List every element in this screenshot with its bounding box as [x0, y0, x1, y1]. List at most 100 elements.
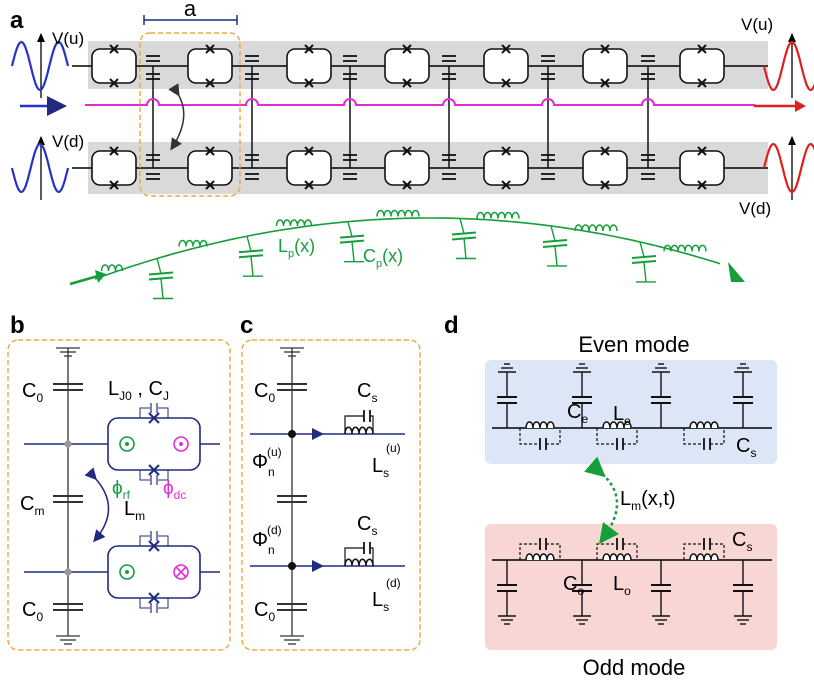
series-lc-icon — [683, 538, 725, 561]
panel-c: c C0 C0 Cs Cs (u) Ls (d) Ls Φn (u) Φn (d… — [240, 312, 421, 651]
odd-mode-title: Odd mode — [583, 655, 686, 680]
c0-top-label-c: C0 — [254, 380, 275, 405]
series-lc-icon — [519, 538, 561, 561]
flux-rf-bottom-icon — [119, 564, 135, 580]
capacitor-icon — [339, 221, 365, 263]
series-lc-icon — [519, 421, 561, 450]
phi-dc-label: ϕdc — [163, 478, 186, 502]
wave-in-up-icon — [10, 33, 70, 98]
inductor-icon — [663, 244, 707, 252]
lp-label: Lp(x) — [278, 236, 315, 260]
cs-top-label: Cs — [357, 380, 377, 405]
squid-icon — [384, 44, 430, 88]
wave-out-down-icon — [762, 136, 814, 200]
ce-label: Ce — [567, 401, 588, 426]
co-label: Co — [563, 573, 584, 598]
squid-icon — [91, 146, 137, 190]
squid-icon — [483, 44, 529, 88]
capacitor-icon — [148, 258, 174, 300]
inductor-icon — [275, 219, 313, 227]
capacitor-icon — [572, 560, 592, 625]
cs-even-label: Cs — [736, 435, 756, 460]
inductor-icon — [476, 211, 520, 219]
squid-inductors — [344, 410, 374, 567]
ls-down-sup: (d) — [386, 576, 401, 590]
v-up-out-label: V(u) — [741, 15, 773, 34]
flux-rf-icon — [119, 436, 135, 452]
c0-bottom-label: C0 — [22, 599, 43, 624]
coupling-lm-arrow-icon — [584, 456, 619, 545]
wave-out-up-icon — [762, 33, 814, 98]
cp-label: Cp(x) — [363, 246, 403, 270]
capacitor-icon — [451, 218, 477, 260]
inductor-icon — [574, 224, 618, 232]
flux-cross-icon — [173, 564, 189, 580]
c0-bottom-label-c: C0 — [254, 599, 275, 624]
pump-line — [85, 98, 755, 106]
v-down-out-label: V(d) — [739, 199, 771, 218]
coupling-capacitor-chain — [146, 55, 655, 180]
arrow-down-icon — [312, 560, 324, 572]
squid-icon — [384, 146, 430, 190]
coupling-arrow-icon — [168, 83, 185, 151]
pump-transmission-line — [69, 209, 745, 300]
squid-icon — [286, 44, 332, 88]
node-phi-down — [288, 562, 296, 570]
lm-label: Lm — [124, 498, 145, 523]
period-label: a — [184, 0, 197, 21]
even-mode-box — [485, 360, 777, 464]
lo-label: Lo — [613, 573, 631, 598]
panel-d-letter: d — [444, 312, 459, 339]
even-mode-circuit — [497, 363, 753, 450]
unit-cell-box-c — [241, 339, 421, 651]
inductor-icon — [376, 209, 420, 217]
squid-icon — [679, 146, 725, 190]
cm-label: Cm — [20, 493, 44, 518]
panel-b: b C0 Cm C0 Lm LJ0 , CJ ϕrf ϕdc — [7, 312, 231, 651]
capacitor-icon — [631, 241, 657, 283]
squid-icon — [187, 146, 233, 190]
even-mode-title: Even mode — [578, 332, 689, 357]
odd-mode-box — [485, 524, 777, 650]
squid-icon — [286, 146, 332, 190]
output-arrowhead-icon — [795, 100, 806, 112]
squid-icon — [679, 44, 725, 88]
junction-cross-icon — [139, 464, 169, 485]
lm-coupling-label: Lm(x,t) — [620, 488, 676, 513]
phi-up-label: Φn — [252, 451, 275, 479]
mutual-inductance-arrow-icon — [84, 467, 110, 543]
squid-inductor-icon — [344, 410, 374, 435]
capacitor-icon — [497, 363, 517, 428]
squid-bottom-icon — [107, 545, 201, 599]
capacitor-icon — [542, 225, 568, 267]
squid-inductor-icon — [344, 542, 374, 567]
ls-up-label: Ls — [372, 455, 389, 480]
squid-chain — [91, 44, 725, 190]
squid-icon — [582, 146, 628, 190]
unit-cell-box — [139, 32, 241, 197]
capacitor-icon — [497, 560, 517, 625]
v-up-label: V(u) — [52, 29, 84, 48]
phi-down-sup: (d) — [267, 523, 282, 537]
ls-up-sup: (u) — [386, 441, 401, 455]
pump-in-arrow-icon — [69, 274, 99, 286]
capacitor-icon — [651, 363, 671, 428]
le-label: Le — [613, 403, 631, 428]
pump-line-curve — [94, 217, 721, 280]
arrow-up-icon — [312, 428, 324, 440]
panel-d: d Even mode Odd mode Ce Le Cs Lm(x,t) Co… — [444, 312, 777, 680]
squid-icon — [91, 44, 137, 88]
inductor-icon — [100, 264, 124, 272]
phi-up-sup: (u) — [267, 445, 282, 459]
cs-bottom-label: Cs — [357, 513, 377, 538]
cs-odd-label: Cs — [732, 529, 752, 554]
node-phi-up — [288, 430, 296, 438]
panel-b-letter: b — [10, 312, 25, 339]
junction-cross-icon — [139, 403, 169, 424]
josephson-junctions — [139, 403, 169, 613]
squid-icon — [582, 44, 628, 88]
phi-rf-label: ϕrf — [112, 478, 131, 502]
wave-in-down-icon — [10, 136, 70, 200]
panel-a-letter: a — [10, 7, 24, 34]
